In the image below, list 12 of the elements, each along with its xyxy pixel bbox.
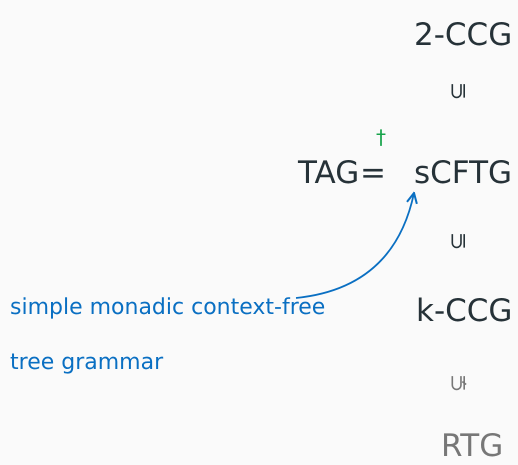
- grammar-class-label: sCFTG: [414, 158, 512, 189]
- dagger-mark: †: [376, 127, 386, 147]
- annotation-text: simple monadic context-free tree grammar: [10, 280, 370, 390]
- arrow: [296, 192, 418, 299]
- equals-sign: =: [360, 158, 386, 189]
- grammar-class-label: 2-CCG: [414, 20, 512, 51]
- grammar-class-label: TAG: [298, 158, 360, 189]
- grammar-class-label: RTG: [441, 431, 504, 462]
- subset-symbol: ⊆: [448, 232, 470, 250]
- grammar-class-label: k-CCG: [416, 296, 512, 327]
- proper-subset-symbol: ⊊: [448, 374, 470, 392]
- subset-symbol: ⊆: [448, 82, 470, 100]
